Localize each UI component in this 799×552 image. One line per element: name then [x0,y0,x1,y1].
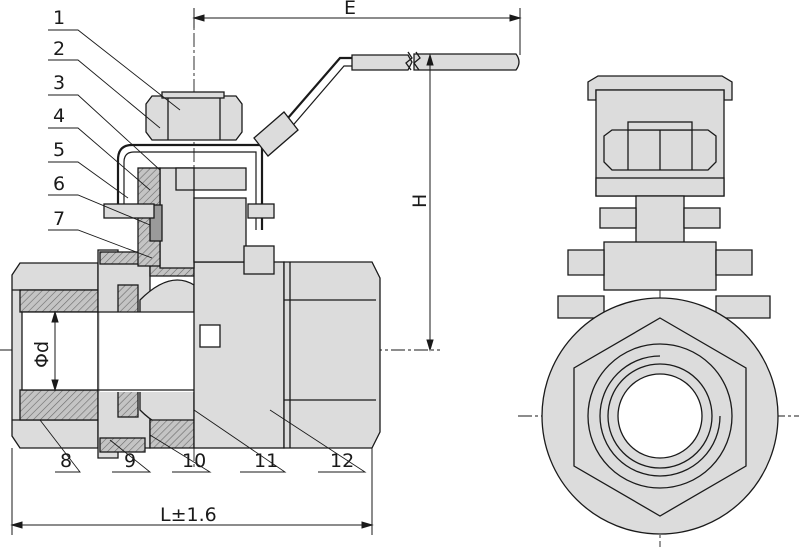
callout-9: 9 [124,450,136,472]
left-end-section-top [19,289,99,313]
side-lug-right [715,249,753,276]
callout-numbers: 1 2 3 4 5 6 7 8 9 10 11 12 [53,7,354,472]
handle-bracket [116,143,264,230]
side-bore-inner [617,373,703,459]
side-view [518,75,799,547]
body-section-lower [149,419,195,449]
callout-8: 8 [60,450,72,472]
callout-1: 1 [53,7,65,29]
callout-6: 6 [53,173,65,195]
leader-lines [39,29,367,473]
neck-right [193,197,247,263]
body-right [193,261,285,449]
dimension-label-e: E [344,0,356,19]
gland-nut [175,167,247,191]
dimension-label-h: H [409,194,431,208]
callout-5: 5 [53,139,65,161]
callout-7: 7 [53,208,65,230]
dimension-label-d: Φd [31,341,53,368]
front-view [0,10,520,470]
handle-sleeve [253,111,299,157]
callout-3: 3 [53,72,65,94]
right-end-hex [283,261,381,449]
callout-10: 10 [182,450,206,472]
dimensions [10,8,522,535]
dimension-label-l: L±1.6 [160,504,217,526]
callout-11: 11 [254,450,278,472]
side-lug-left [567,249,605,276]
callout-12: 12 [330,450,354,472]
callout-2: 2 [53,38,65,60]
left-end-section-bottom [19,389,99,421]
stop-washer [103,203,155,219]
handle-grip-end [413,53,520,71]
left-end-bore [21,311,99,391]
stem-nut [145,95,243,141]
side-base-plate [595,177,725,197]
handle-grip [351,54,413,71]
callout-4: 4 [53,105,65,127]
